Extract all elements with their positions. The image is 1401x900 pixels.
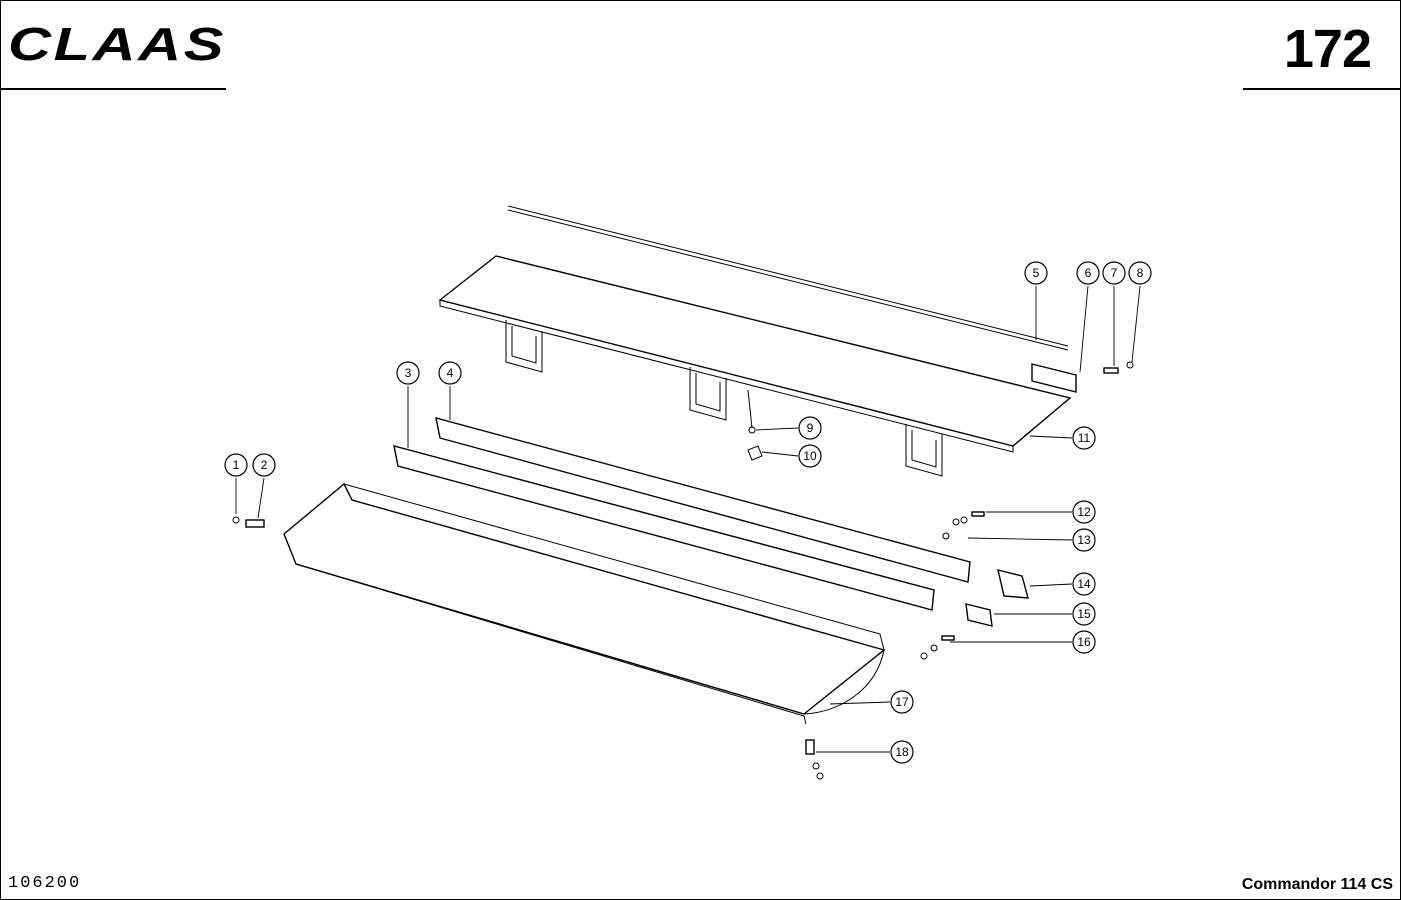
callout-11: 11: [1072, 426, 1096, 450]
callout-12: 12: [1072, 500, 1096, 524]
claas-logo-text: CLAAS: [8, 22, 226, 66]
callout-label: 18: [895, 745, 909, 759]
callout-label: 8: [1137, 266, 1144, 280]
callout-17: 17: [890, 690, 914, 714]
model-name: Commandor 114 CS: [1241, 876, 1393, 893]
callout-7: 7: [1102, 261, 1126, 285]
part-bolt-bottom: [805, 739, 824, 780]
callout-label: 6: [1085, 266, 1092, 280]
callout-3: 3: [396, 361, 420, 385]
callout-label: 14: [1077, 577, 1091, 591]
part-seal: [435, 417, 971, 583]
callout-label: 7: [1111, 266, 1118, 280]
callout-label: 9: [807, 421, 814, 435]
callout-label: 2: [261, 458, 268, 472]
callout-label: 13: [1077, 533, 1091, 547]
callout-1: 1: [224, 453, 248, 477]
callout-13: 13: [1072, 528, 1096, 552]
callout-14: 14: [1072, 572, 1096, 596]
callout-label: 5: [1033, 266, 1040, 280]
callout-label: 12: [1077, 505, 1091, 519]
part-rod: [507, 205, 1069, 351]
part-washer-bolt: [232, 516, 265, 528]
callout-2: 2: [252, 453, 276, 477]
leader-lines: [235, 285, 1141, 753]
callout-label: 17: [895, 695, 909, 709]
callout-label: 1: [233, 458, 240, 472]
callout-9: 9: [798, 416, 822, 440]
callout-label: 3: [405, 366, 412, 380]
callout-label: 4: [447, 366, 454, 380]
callout-18: 18: [890, 740, 914, 764]
part-trough: [283, 482, 886, 725]
page-number-underline: [1243, 88, 1401, 90]
page-number: 172: [1283, 19, 1372, 79]
callout-10: 10: [798, 444, 822, 468]
part-strip: [393, 445, 935, 611]
callout-label: 16: [1077, 635, 1091, 649]
callout-6: 6: [1076, 261, 1100, 285]
callout-label: 10: [803, 449, 817, 463]
part-cover-plate: [438, 255, 1072, 477]
callout-5: 5: [1024, 261, 1048, 285]
callout-16: 16: [1072, 630, 1096, 654]
callout-15: 15: [1072, 602, 1096, 626]
callout-label: 15: [1077, 607, 1091, 621]
drawing-code: 106200: [8, 874, 82, 893]
part-small-bracket: [747, 361, 1134, 461]
callout-label: 11: [1078, 431, 1091, 445]
callout-8: 8: [1128, 261, 1152, 285]
part-hardware: [920, 511, 1029, 660]
claas-logo: CLAAS: [8, 22, 226, 66]
callout-4: 4: [438, 361, 462, 385]
logo-underline: [0, 88, 226, 90]
